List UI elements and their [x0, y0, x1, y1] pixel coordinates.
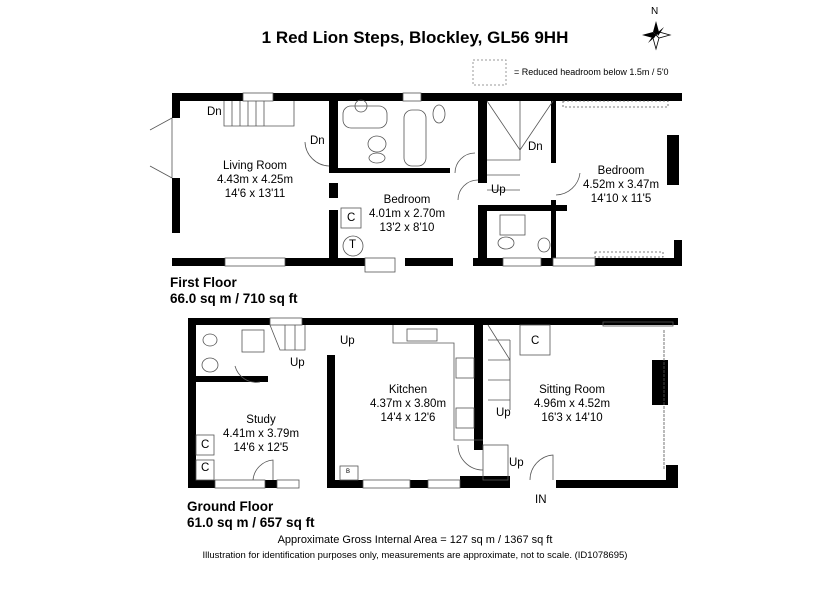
stairs-down-label: Dn	[207, 106, 222, 118]
ground-floor-walls	[188, 318, 678, 488]
ground-floor-area: 61.0 sq m / 657 sq ft	[187, 515, 315, 530]
room-bedroom-middle: Bedroom 4.01m x 2.70m 13'2 x 8'10	[369, 193, 445, 235]
fireplace-label: F	[655, 373, 663, 385]
first-floor-area: 66.0 sq m / 710 sq ft	[170, 291, 298, 306]
room-name: Kitchen	[388, 384, 428, 396]
boiler-label: B	[346, 469, 351, 475]
first-floor-fixtures	[149, 92, 669, 273]
cupboard-label: C	[201, 439, 210, 451]
ground-floor-title: Ground Floor	[187, 499, 274, 514]
water-tank-label: T	[349, 239, 357, 251]
room-name: Study	[246, 414, 276, 426]
room-name: Sitting Room	[539, 384, 605, 396]
legend-text: = Reduced headroom below 1.5m / 5'0	[514, 67, 669, 77]
page-title: 1 Red Lion Steps, Blockley, GL56 9HH	[261, 28, 569, 47]
room-imperial-size: 13'2 x 8'10	[379, 222, 435, 234]
cupboard-label: C	[531, 335, 540, 347]
stairs-down-label: Dn	[310, 135, 325, 147]
room-imperial-size: 14'6 x 13'11	[224, 188, 286, 200]
entrance-label: IN	[535, 494, 547, 506]
first-floor-walls	[172, 93, 682, 266]
room-metric-size: 4.43m x 4.25m	[216, 174, 294, 186]
compass-north-label: N	[651, 6, 659, 17]
compass-rose-icon	[642, 21, 672, 51]
cupboard-label: C	[347, 212, 356, 224]
stairs-up-label: Up	[290, 357, 305, 369]
room-metric-size: 4.96m x 4.52m	[533, 398, 611, 410]
room-imperial-size: 14'6 x 12'5	[233, 442, 289, 454]
room-name: Bedroom	[383, 194, 431, 206]
ground-floor-fixtures	[195, 317, 674, 489]
room-metric-size: 4.52m x 3.47m	[582, 179, 660, 191]
room-sitting-room: Sitting Room 4.96m x 4.52m 16'3 x 14'10	[534, 383, 610, 425]
stairs-up-label: Up	[491, 184, 506, 196]
room-metric-size: 4.37m x 3.80m	[369, 398, 447, 410]
stairs-up-label: Up	[340, 335, 355, 347]
room-bedroom-right: Bedroom 4.52m x 3.47m 14'10 x 11'5	[583, 164, 659, 206]
first-floor-title: First Floor	[170, 275, 237, 290]
reduced-headroom-legend-swatch	[472, 59, 507, 86]
room-imperial-size: 14'4 x 12'6	[380, 412, 436, 424]
room-metric-size: 4.01m x 2.70m	[368, 208, 446, 220]
room-name: Bedroom	[597, 165, 645, 177]
room-imperial-size: 16'3 x 14'10	[541, 412, 603, 424]
room-kitchen: Kitchen 4.37m x 3.80m 14'4 x 12'6	[370, 383, 446, 425]
gross-internal-area: Approximate Gross Internal Area = 127 sq…	[277, 534, 553, 546]
disclaimer: Illustration for identification purposes…	[202, 550, 628, 561]
room-metric-size: 4.41m x 3.79m	[222, 428, 300, 440]
stairs-up-label: Up	[496, 407, 511, 419]
cupboard-label: C	[201, 462, 210, 474]
room-living-room: Living Room 4.43m x 4.25m 14'6 x 13'11	[217, 159, 293, 201]
room-name: Living Room	[223, 160, 287, 172]
room-imperial-size: 14'10 x 11'5	[590, 193, 652, 205]
stairs-up-label: Up	[509, 457, 524, 469]
stairs-down-label: Dn	[528, 141, 543, 153]
room-study: Study 4.41m x 3.79m 14'6 x 12'5	[223, 413, 299, 455]
